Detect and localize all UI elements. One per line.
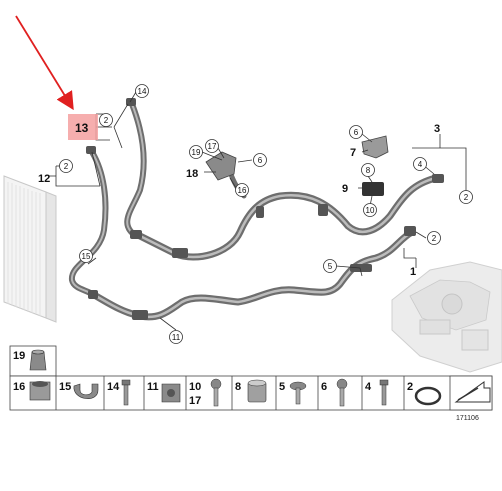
legend-label-2: 2	[407, 381, 413, 393]
legend-label-15: 15	[59, 381, 71, 393]
repair-arrow-icon	[454, 381, 491, 403]
screw-icon-10-17	[210, 378, 222, 407]
callout-9[interactable]: 9	[342, 183, 348, 195]
highlight-box-13[interactable]	[68, 114, 98, 140]
svg-text:2: 2	[432, 234, 437, 243]
callout-2-upper[interactable]: 2	[99, 113, 113, 127]
callout-5[interactable]: 5	[323, 259, 337, 273]
svg-text:10: 10	[366, 206, 375, 215]
svg-text:17: 17	[208, 142, 217, 151]
block-9	[362, 182, 384, 196]
bolt-icon-5	[289, 381, 307, 405]
callout-11[interactable]: 11	[169, 330, 183, 344]
svg-text:6: 6	[354, 128, 359, 137]
callout-12[interactable]: 12	[38, 173, 50, 185]
legend-label-10: 10	[189, 381, 201, 393]
callout-18[interactable]: 18	[186, 168, 198, 180]
callout-2-right-lower[interactable]: 2	[427, 231, 441, 245]
hose-clip-icon	[73, 383, 99, 399]
callout-4[interactable]: 4	[413, 157, 427, 171]
hose-lines	[69, 101, 440, 321]
callout-2-left[interactable]: 2	[59, 159, 73, 173]
bolt-icon-4	[379, 379, 389, 406]
legend-label-4: 4	[365, 381, 372, 393]
red-pointer-arrow-icon	[15, 15, 74, 111]
bracket-7	[361, 135, 389, 159]
o-ring-icon	[414, 386, 442, 406]
svg-text:5: 5	[328, 262, 333, 271]
bolt-icon-14	[121, 379, 131, 406]
callout-19[interactable]: 19	[189, 145, 203, 159]
svg-text:11: 11	[172, 333, 181, 342]
radiator-icon	[3, 175, 57, 323]
svg-text:19: 19	[192, 148, 201, 157]
callout-16[interactable]: 16	[235, 183, 249, 197]
bracket-18	[205, 151, 237, 181]
svg-text:2: 2	[64, 162, 69, 171]
catalog-number: 171106	[456, 415, 479, 422]
legend-label-6: 6	[321, 381, 327, 393]
callout-2-right-upper[interactable]: 2	[459, 190, 473, 204]
svg-text:4: 4	[418, 160, 423, 169]
callout-10[interactable]: 10	[363, 203, 377, 217]
callout-7[interactable]: 7	[350, 147, 356, 159]
svg-text:2: 2	[104, 116, 109, 125]
callout-1[interactable]: 1	[410, 266, 416, 278]
rubber-mount-icon	[29, 381, 51, 401]
parts-legend: 19 16 15 14 11 10 17 8 5 6 4 2	[9, 345, 493, 411]
legend-label-14: 14	[107, 381, 120, 393]
legend-label-8: 8	[235, 381, 241, 393]
svg-text:14: 14	[138, 87, 147, 96]
circled-callouts: 14 2 2 19 17 6 16 6	[59, 84, 473, 344]
legend-label-16: 16	[13, 381, 25, 393]
svg-text:15: 15	[82, 252, 91, 261]
callout-3[interactable]: 3	[434, 123, 440, 135]
callout-13[interactable]: 13	[75, 121, 89, 135]
legend-label-11: 11	[147, 381, 159, 393]
legend-label-19: 19	[13, 350, 25, 362]
callout-8[interactable]: 8	[361, 163, 375, 177]
bushing-icon	[29, 349, 47, 371]
engine-block-icon	[391, 261, 502, 373]
legend-label-5: 5	[279, 381, 285, 393]
hose-fittings	[86, 98, 444, 320]
bolt-icon-6	[336, 378, 348, 407]
svg-text:8: 8	[366, 166, 371, 175]
legend-label-17: 17	[189, 395, 201, 407]
sleeve-icon-8	[247, 379, 267, 403]
svg-text:16: 16	[238, 186, 247, 195]
callout-6-left[interactable]: 6	[253, 153, 267, 167]
callout-14[interactable]: 14	[135, 84, 149, 98]
callout-17[interactable]: 17	[205, 139, 219, 153]
svg-text:6: 6	[258, 156, 263, 165]
svg-text:2: 2	[464, 193, 469, 202]
callout-6-right[interactable]: 6	[349, 125, 363, 139]
clamp-icon-11	[161, 383, 181, 403]
callout-15[interactable]: 15	[79, 249, 93, 263]
